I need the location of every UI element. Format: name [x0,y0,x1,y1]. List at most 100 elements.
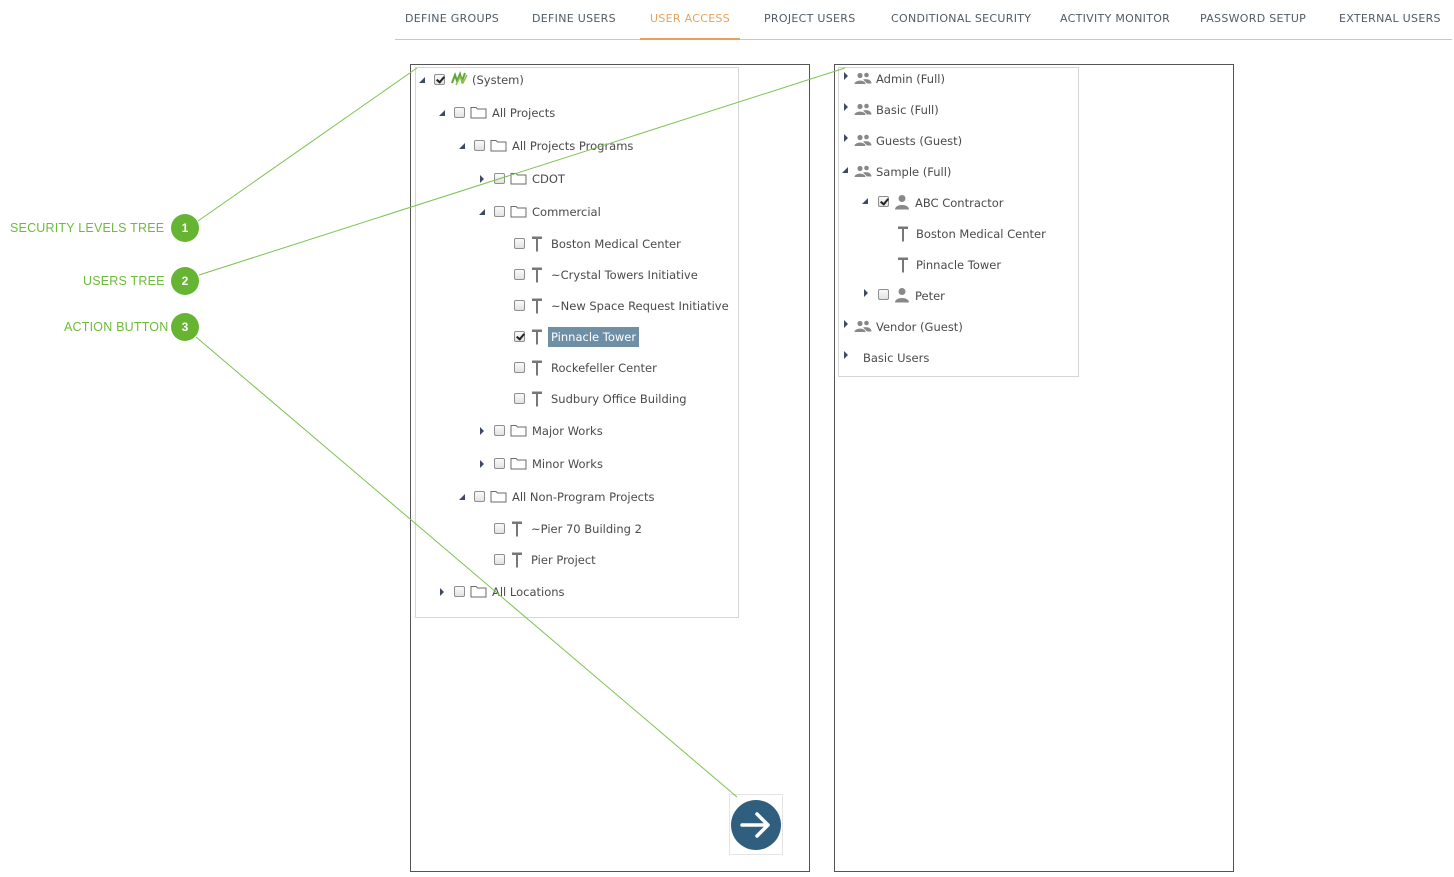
tree-node-pier70: ~Pier 70 Building 2 [475,519,735,539]
tree-checkbox[interactable] [878,196,889,207]
tree-checkbox[interactable] [514,269,525,280]
tree-checkbox[interactable] [474,140,485,151]
tree-node-label[interactable]: Pinnacle Tower [916,258,1002,272]
tree-node-rockefeller-center: Rockefeller Center [495,358,735,378]
tab-password-setup[interactable]: PASSWORD SETUP [1200,12,1307,25]
expanded-arrow-icon[interactable] [418,76,426,84]
tree-node-label[interactable]: Commercial [532,205,601,219]
tree-node-label[interactable]: Admin (Full) [876,72,945,86]
user-group-admin: Admin (Full) [840,69,1075,89]
top-nav: DEFINE GROUPS DEFINE USERS USER ACCESS P… [395,0,1452,40]
tree-node-label[interactable]: ~Pier 70 Building 2 [531,522,642,536]
collapsed-arrow-icon[interactable] [862,289,870,297]
tree-node-label[interactable]: Major Works [532,424,603,438]
tree-node-label[interactable]: All Projects [492,106,556,120]
tab-activity-monitor[interactable]: ACTIVITY MONITOR [1060,12,1171,25]
project-hammer-icon [531,235,543,258]
tree-node-label[interactable]: All Projects Programs [512,139,634,153]
project-hammer-icon [531,328,543,351]
tree-checkbox[interactable] [494,523,505,534]
tree-checkbox[interactable] [494,458,505,469]
tree-node-label-selected[interactable]: Pinnacle Tower [548,327,640,347]
tab-define-groups[interactable]: DEFINE GROUPS [405,12,500,25]
expanded-arrow-icon[interactable] [841,166,849,174]
system-logo-icon [451,71,469,93]
action-button[interactable] [729,794,783,855]
tree-node-label[interactable]: Vendor (Guest) [876,320,963,334]
tab-external-users[interactable]: EXTERNAL USERS [1339,12,1441,25]
collapsed-arrow-icon[interactable] [842,320,850,328]
callout-number-3: 3 [171,313,199,341]
tree-node-all-projects-programs: All Projects Programs [455,136,735,156]
tree-checkbox[interactable] [474,491,485,502]
tree-node-label[interactable]: Boston Medical Center [551,237,681,251]
tree-checkbox[interactable] [494,425,505,436]
tree-node-label[interactable]: Minor Works [532,457,603,471]
tree-node-label[interactable]: Pier Project [531,553,596,567]
user-group-sample: Sample (Full) [840,162,1075,182]
expanded-arrow-icon[interactable] [458,142,466,150]
tree-node-label[interactable]: Basic Users [863,351,930,365]
user-icon [894,287,910,309]
tree-node-major-works: Major Works [475,421,735,441]
tree-checkbox[interactable] [494,173,505,184]
group-icon [854,102,872,122]
callout-label-action-button: ACTION BUTTON [64,320,169,334]
tree-node-label[interactable]: Sudbury Office Building [551,392,687,406]
collapsed-arrow-icon[interactable] [478,427,486,435]
collapsed-arrow-icon[interactable] [842,72,850,80]
expanded-arrow-icon[interactable] [438,109,446,117]
folder-icon [510,171,527,191]
tree-node-label[interactable]: Rockefeller Center [551,361,657,375]
tree-node-label[interactable]: Peter [915,289,945,303]
tab-project-users[interactable]: PROJECT USERS [764,12,856,25]
tree-checkbox[interactable] [514,393,525,404]
tree-node-label[interactable]: All Non-Program Projects [512,490,655,504]
collapsed-arrow-icon[interactable] [478,175,486,183]
tab-define-users[interactable]: DEFINE USERS [532,12,616,25]
tree-checkbox[interactable] [514,331,525,342]
tab-conditional-security[interactable]: CONDITIONAL SECURITY [891,12,1032,25]
tree-node-label[interactable]: Basic (Full) [876,103,939,117]
expanded-arrow-icon[interactable] [861,197,869,205]
folder-icon [510,456,527,476]
tree-checkbox[interactable] [434,74,445,85]
project-hammer-icon [511,551,523,574]
tree-checkbox[interactable] [514,238,525,249]
collapsed-arrow-icon[interactable] [842,103,850,111]
tree-checkbox[interactable] [514,300,525,311]
tree-node-label[interactable]: ~Crystal Towers Initiative [551,268,698,282]
collapsed-arrow-icon[interactable] [842,134,850,142]
user-group-vendor: Vendor (Guest) [840,317,1075,337]
user-group-basic: Basic (Full) [840,100,1075,120]
tree-checkbox[interactable] [494,554,505,565]
user-project-pinnacle-tower: Pinnacle Tower [895,255,1075,275]
tree-node-label[interactable]: Sample (Full) [876,165,952,179]
tree-node-label[interactable]: (System) [472,73,524,87]
folder-icon [490,489,507,509]
callout-label-users-tree: USERS TREE [83,274,165,288]
tab-user-access[interactable]: USER ACCESS [640,0,741,40]
tree-node-pier-project: Pier Project [475,550,735,570]
collapsed-arrow-icon[interactable] [478,460,486,468]
tree-node-label[interactable]: Boston Medical Center [916,227,1046,241]
tree-node-label[interactable]: All Locations [492,585,565,599]
tree-node-label[interactable]: CDOT [532,172,565,186]
tree-checkbox[interactable] [454,107,465,118]
expanded-arrow-icon[interactable] [458,493,466,501]
tree-node-minor-works: Minor Works [475,454,735,474]
expanded-arrow-icon[interactable] [478,208,486,216]
action-button-circle[interactable] [731,800,781,850]
tree-checkbox[interactable] [454,586,465,597]
project-hammer-icon [511,520,523,543]
tree-node-label[interactable]: ABC Contractor [915,196,1004,210]
tree-checkbox[interactable] [494,206,505,217]
collapsed-arrow-icon[interactable] [842,351,850,359]
tree-node-all-projects: All Projects [435,103,735,123]
tree-node-label[interactable]: ~New Space Request Initiative [551,299,729,313]
tree-checkbox[interactable] [514,362,525,373]
tree-checkbox[interactable] [878,289,889,300]
tree-node-label[interactable]: Guests (Guest) [876,134,963,148]
collapsed-arrow-icon[interactable] [438,588,446,596]
tree-node-system: (System) [415,70,735,90]
